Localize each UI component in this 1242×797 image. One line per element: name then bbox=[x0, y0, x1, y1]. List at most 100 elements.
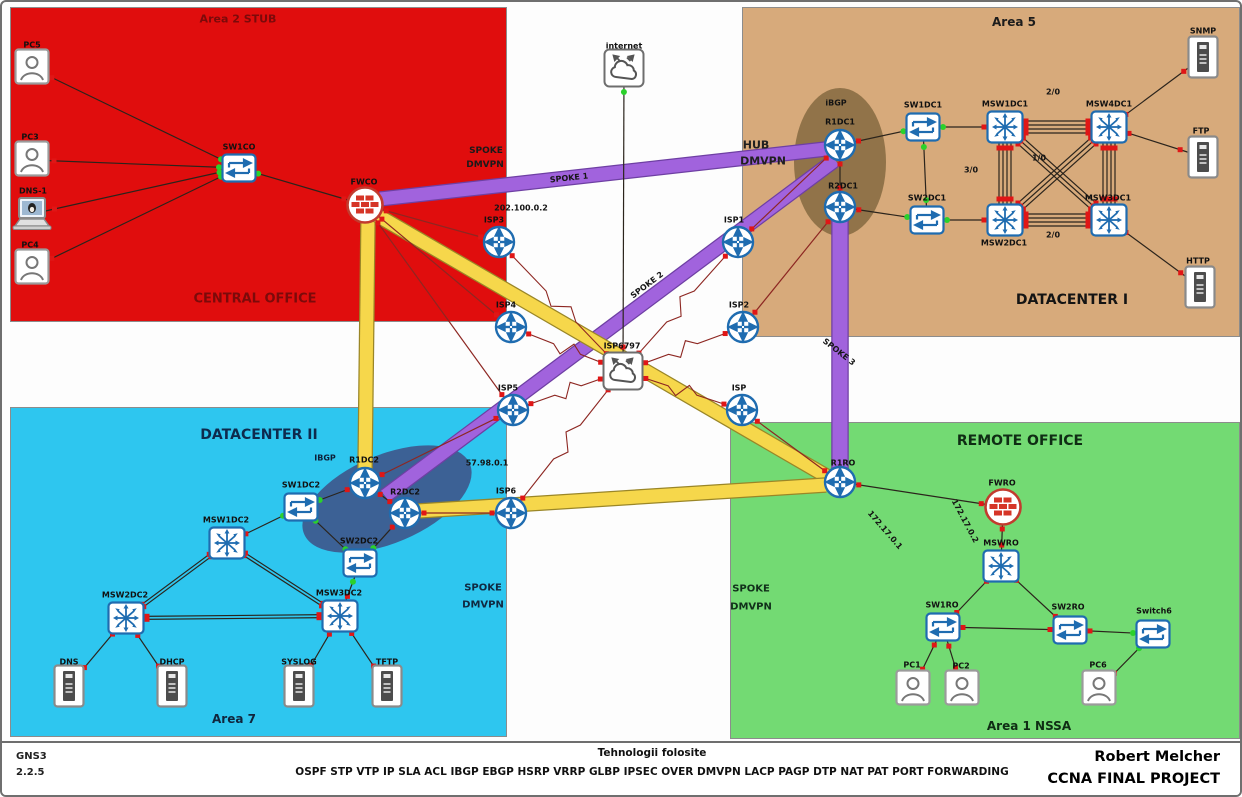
link-status-dot bbox=[1093, 200, 1099, 206]
link[interactable] bbox=[364, 409, 514, 484]
link[interactable] bbox=[742, 206, 841, 328]
node-label-snmp: SNMP bbox=[1189, 26, 1217, 36]
node-pc4[interactable] bbox=[14, 248, 50, 288]
node-dns1[interactable] bbox=[11, 196, 53, 232]
router-icon bbox=[721, 225, 755, 259]
node-label-msw4dc1: MSW4DC1 bbox=[1085, 99, 1133, 109]
serial-link[interactable] bbox=[622, 326, 744, 372]
link-status-dot bbox=[1085, 130, 1091, 136]
node-pc3[interactable] bbox=[14, 140, 50, 180]
node-snmp[interactable] bbox=[1187, 35, 1219, 79]
node-ispr[interactable] bbox=[725, 393, 759, 427]
node-r1dc2[interactable] bbox=[348, 466, 382, 500]
node-pc6[interactable] bbox=[1081, 669, 1117, 709]
link[interactable] bbox=[622, 67, 625, 372]
server-icon bbox=[371, 664, 403, 708]
node-isp4[interactable] bbox=[494, 310, 528, 344]
link-status-dot bbox=[837, 161, 843, 167]
node-label-fwco: FWCO bbox=[350, 177, 378, 187]
node-msw2dc2[interactable] bbox=[107, 601, 145, 635]
link-status-dot bbox=[1085, 122, 1091, 128]
node-isp5[interactable] bbox=[496, 393, 530, 427]
serial-link[interactable] bbox=[512, 370, 624, 411]
node-isp2[interactable] bbox=[726, 310, 760, 344]
link[interactable] bbox=[922, 126, 928, 221]
node-label-sw1co: SW1CO bbox=[222, 142, 256, 152]
node-msw4dc1[interactable] bbox=[1090, 110, 1128, 144]
node-msw1dc2[interactable] bbox=[208, 526, 246, 560]
node-label-http: HTTP bbox=[1186, 256, 1210, 266]
serial-link[interactable] bbox=[510, 370, 624, 514]
link[interactable] bbox=[31, 67, 240, 169]
node-pc5[interactable] bbox=[14, 48, 50, 88]
node-r2dc1[interactable] bbox=[823, 190, 857, 224]
link-status-dot bbox=[981, 217, 987, 223]
link-status-dot bbox=[387, 499, 393, 505]
node-mswro[interactable] bbox=[982, 549, 1020, 583]
link[interactable] bbox=[364, 204, 512, 328]
node-msw3dc2[interactable] bbox=[321, 599, 359, 633]
link[interactable] bbox=[125, 613, 340, 618]
node-sw1ro[interactable] bbox=[925, 612, 961, 642]
node-isp6797[interactable] bbox=[602, 351, 644, 391]
node-sw2dc1[interactable] bbox=[909, 205, 945, 235]
node-switch6[interactable] bbox=[1135, 619, 1171, 649]
link-status-dot bbox=[598, 359, 604, 365]
node-r2dc2[interactable] bbox=[388, 496, 422, 530]
node-r1ro[interactable] bbox=[823, 465, 857, 499]
node-ftp[interactable] bbox=[1187, 135, 1219, 179]
node-pc1[interactable] bbox=[895, 669, 931, 709]
mswitch-icon bbox=[986, 203, 1024, 237]
link[interactable] bbox=[126, 616, 341, 621]
node-msw2dc1[interactable] bbox=[986, 203, 1024, 237]
serial-link[interactable] bbox=[498, 241, 624, 372]
link[interactable] bbox=[364, 204, 514, 411]
link-status-dot bbox=[1126, 130, 1132, 136]
serial-link[interactable] bbox=[622, 241, 739, 372]
link-status-dot bbox=[1085, 126, 1091, 132]
node-sw1co[interactable] bbox=[221, 153, 257, 183]
node-label-sw2dc1: SW2DC1 bbox=[907, 193, 947, 203]
node-internet[interactable] bbox=[603, 48, 645, 88]
node-dns[interactable] bbox=[53, 664, 85, 708]
node-syslog[interactable] bbox=[283, 664, 315, 708]
server-icon bbox=[156, 664, 188, 708]
node-isp6[interactable] bbox=[494, 496, 528, 530]
node-tftp[interactable] bbox=[371, 664, 403, 708]
node-http[interactable] bbox=[1184, 265, 1216, 309]
node-dhcp[interactable] bbox=[156, 664, 188, 708]
node-sw2dc2[interactable] bbox=[342, 548, 378, 578]
footer-tech-list: OSPF STP VTP IP SLA ACL IBGP EBGP HSRP V… bbox=[295, 766, 1009, 778]
link-status-dot bbox=[1008, 196, 1014, 202]
node-isp3[interactable] bbox=[482, 225, 516, 259]
node-pc2[interactable] bbox=[944, 669, 980, 709]
link-status-dot bbox=[421, 510, 427, 516]
serial-link[interactable] bbox=[622, 370, 743, 411]
node-r1dc1[interactable] bbox=[823, 128, 857, 162]
link[interactable] bbox=[31, 167, 240, 215]
node-fwro[interactable] bbox=[983, 487, 1023, 527]
switch-icon bbox=[1135, 619, 1171, 649]
serial-link[interactable] bbox=[510, 326, 624, 372]
node-msw3dc1[interactable] bbox=[1090, 203, 1128, 237]
node-msw1dc1[interactable] bbox=[986, 110, 1024, 144]
link-status-dot bbox=[1177, 147, 1183, 153]
node-sw2ro[interactable] bbox=[1052, 615, 1088, 645]
link[interactable] bbox=[737, 144, 841, 243]
annotation-text: CENTRAL OFFICE bbox=[193, 291, 317, 307]
link-status-dot bbox=[1108, 145, 1114, 151]
link[interactable] bbox=[31, 159, 240, 169]
cloud-icon bbox=[603, 48, 645, 88]
node-isp1[interactable] bbox=[721, 225, 755, 259]
node-fwco[interactable] bbox=[345, 185, 385, 225]
link[interactable] bbox=[839, 481, 1004, 508]
link-status-dot bbox=[920, 666, 926, 672]
node-sw1dc1[interactable] bbox=[905, 112, 941, 142]
node-sw1dc2[interactable] bbox=[283, 492, 319, 522]
pc-icon bbox=[14, 48, 50, 88]
annotation-text: DMVPN bbox=[740, 154, 786, 168]
link[interactable] bbox=[31, 167, 240, 269]
node-label-dns: DNS bbox=[59, 657, 79, 667]
author-name: Robert Melcher bbox=[1094, 749, 1220, 765]
